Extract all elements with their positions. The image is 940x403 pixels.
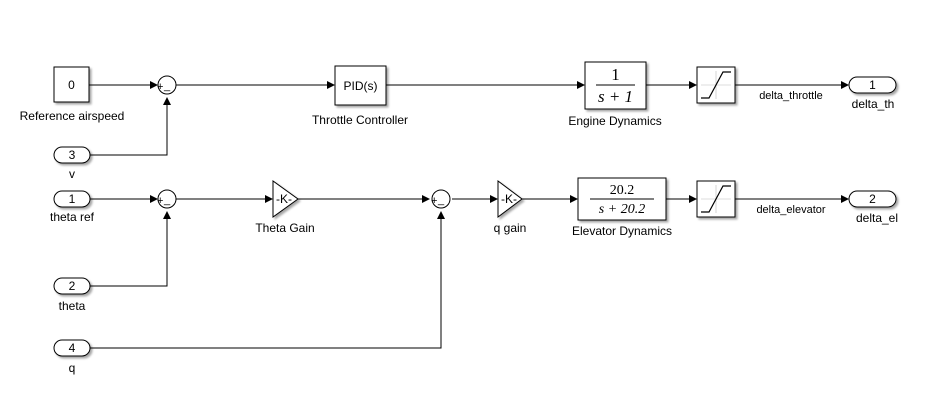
arrow-ref-to-sum1 (150, 81, 158, 89)
arrow-v-to-sum1 (163, 97, 171, 105)
saturation-block-elevator[interactable] (696, 180, 736, 218)
sum1-minus-sign: _ (163, 80, 171, 92)
pid-block-text: PID(s) (344, 79, 378, 93)
reference-constant-value: 0 (68, 78, 75, 92)
sum2-plus-sign: + (157, 195, 163, 207)
arrow-sum3-to-qgain (490, 195, 498, 203)
elevator-numerator: 20.2 (610, 183, 635, 198)
sum-block-airspeed[interactable]: + _ (157, 75, 177, 95)
throttle-controller-label: Throttle Controller (312, 113, 408, 127)
inport-theta[interactable]: 2 (53, 277, 91, 295)
inport-v-number: 3 (69, 148, 76, 162)
inport-q-number: 4 (69, 341, 76, 355)
arrow-sat2-to-out2 (841, 195, 849, 203)
elevator-denominator: s + 20.2 (599, 202, 645, 217)
inport-v-label: v (69, 167, 75, 181)
theta-gain-text: -K- (276, 192, 292, 206)
q-gain-label: q gain (494, 221, 527, 235)
theta-gain-block[interactable]: -K- (272, 180, 299, 218)
arrow-sum2-to-thetagain (265, 195, 273, 203)
arrow-qgain-to-elevator (570, 195, 578, 203)
elevator-dynamics-block[interactable]: 20.2 s + 20.2 (577, 177, 667, 221)
arrow-q-to-sum3 (437, 211, 445, 219)
outport-delta-th-number: 1 (869, 78, 876, 92)
theta-gain-label: Theta Gain (255, 221, 314, 235)
sum-block-theta[interactable]: + _ (157, 189, 177, 209)
engine-numerator: 1 (611, 65, 620, 84)
sum3-minus-sign: _ (437, 194, 445, 206)
delta-elevator-signal-label: delta_elevator (756, 204, 825, 216)
inport-v[interactable]: 3 (53, 146, 91, 164)
arrow-thetagain-to-sum3 (422, 195, 430, 203)
arrow-elevator-to-sat2 (689, 195, 697, 203)
pid-controller-block[interactable]: PID(s) (334, 65, 387, 106)
sum-block-q[interactable]: + _ (431, 189, 451, 209)
reference-airspeed-label: Reference airspeed (20, 109, 125, 123)
arrow-theta-to-sum2 (163, 211, 171, 219)
inport-theta-ref-number: 1 (69, 192, 76, 206)
delta-throttle-signal-label: delta_throttle (759, 90, 823, 102)
wire-q-to-sum3 (90, 219, 442, 349)
sum1-plus-sign: + (157, 81, 163, 93)
outport-delta-th[interactable]: 1 (848, 76, 897, 94)
engine-dynamics-label: Engine Dynamics (568, 114, 661, 128)
inport-q-label: q (69, 361, 76, 375)
arrow-sat1-to-out1 (841, 81, 849, 89)
outport-delta-el[interactable]: 2 (848, 190, 897, 208)
outport-delta-th-label: delta_th (852, 97, 895, 111)
q-gain-block[interactable]: -K- (497, 180, 523, 218)
wire-theta-to-sum2 (90, 219, 168, 287)
arrow-pid-to-engine (577, 81, 585, 89)
arrow-sum1-to-pid (327, 81, 335, 89)
inport-theta-label: theta (59, 299, 86, 313)
inport-theta-ref-label: theta ref (50, 210, 95, 224)
reference-constant-block[interactable]: 0 (53, 66, 90, 103)
arrow-engine-to-sat1 (689, 81, 697, 89)
saturation-curve-icon (701, 185, 731, 213)
q-gain-text: -K- (501, 192, 517, 206)
inport-theta-number: 2 (69, 279, 76, 293)
outport-delta-el-number: 2 (869, 192, 876, 206)
wire-v-to-sum1 (90, 105, 168, 156)
sum3-plus-sign: + (431, 195, 437, 207)
inport-theta-ref[interactable]: 1 (53, 190, 91, 208)
elevator-dynamics-label: Elevator Dynamics (572, 224, 672, 238)
saturation-curve-icon (701, 71, 731, 99)
inport-q[interactable]: 4 (53, 339, 91, 357)
engine-denominator: s + 1 (598, 87, 633, 106)
outport-delta-el-label: delta_el (856, 211, 898, 225)
sum2-minus-sign: _ (163, 194, 171, 206)
saturation-block-throttle[interactable] (696, 66, 736, 104)
arrow-thetaref-to-sum2 (150, 195, 158, 203)
engine-dynamics-block[interactable]: 1 s + 1 (584, 61, 647, 110)
